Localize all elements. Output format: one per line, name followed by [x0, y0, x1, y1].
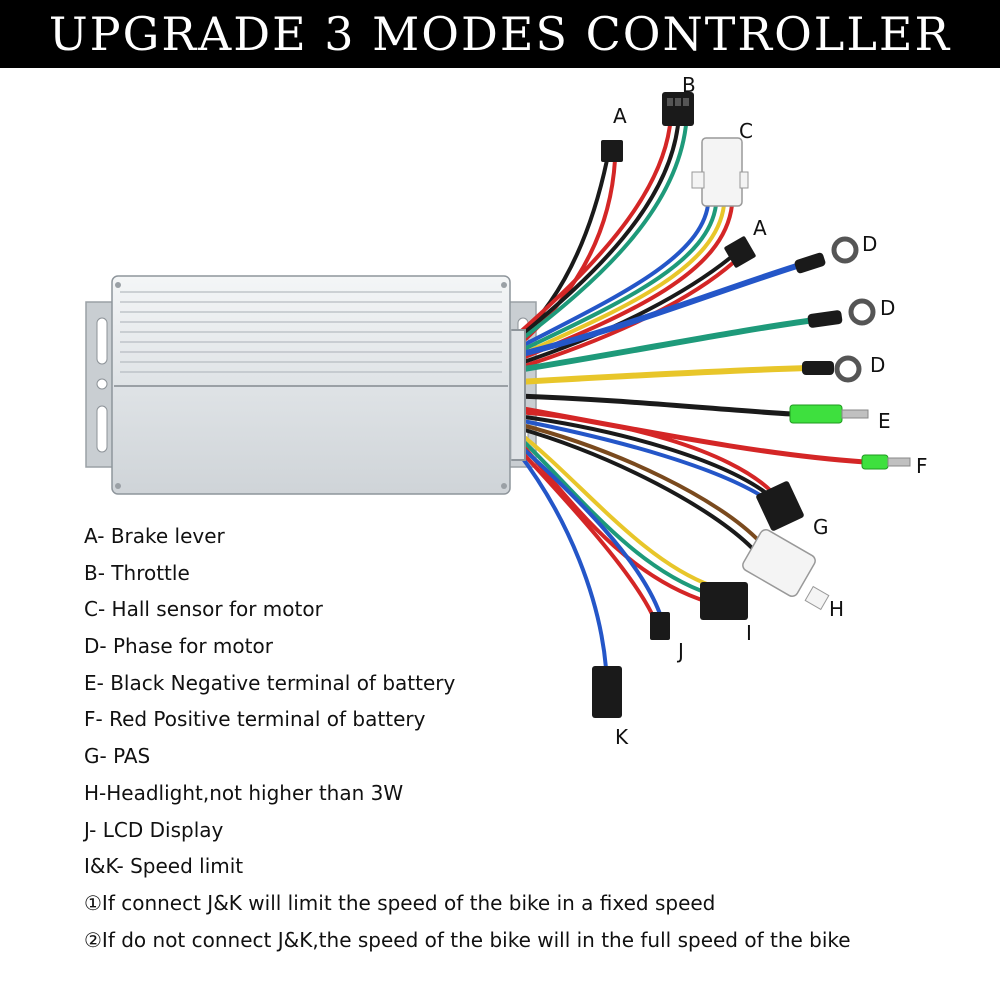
wire-g-red — [516, 410, 774, 494]
wire-c-blue — [516, 203, 710, 350]
legend-item-a: A- Brake lever — [84, 524, 225, 548]
callout-labels: A B C A D D D E F G H I J K — [613, 73, 928, 749]
legend-item-h: H-Headlight,not higher than 3W — [84, 780, 404, 805]
wire-j-blue — [516, 442, 662, 616]
wire-c-green — [516, 203, 718, 354]
wire-b-green — [516, 123, 688, 344]
connector-a-right — [724, 236, 756, 268]
callout-e: E — [878, 409, 891, 433]
connector-a-top — [601, 140, 623, 162]
wire-i-yellow — [516, 430, 714, 588]
legend-item-ik: I&K- Speed limit — [84, 854, 244, 879]
terminal-e — [789, 404, 869, 424]
wire-d1-blue — [515, 262, 803, 358]
connector-h — [742, 529, 830, 611]
connector-g — [756, 481, 804, 531]
wire-d2-green — [515, 317, 818, 373]
legend-note-1: ①If connect J&K will limit the speed of … — [84, 890, 716, 915]
wire-g-black — [516, 414, 772, 498]
callout-c: C — [739, 119, 753, 143]
wire-b-red — [516, 123, 672, 336]
wire-e-black — [515, 393, 795, 417]
terminal-f — [861, 454, 911, 470]
ring-terminal-d3 — [802, 355, 862, 383]
legend-item-b: B- Throttle — [84, 560, 190, 585]
ring-terminal-d2 — [807, 298, 876, 328]
wire-h-brown — [516, 422, 762, 544]
page-title: UPGRADE 3 MODES CONTROLLER — [48, 7, 952, 61]
title-banner: UPGRADE 3 MODES CONTROLLER — [0, 0, 1000, 68]
legend-item-c: C- Hall sensor for motor — [84, 597, 323, 622]
legend-item-j: J- LCD Display — [84, 817, 224, 842]
connector-k — [592, 666, 622, 718]
wire-h-black — [516, 426, 754, 550]
legend-item-d: D- Phase for motor — [84, 634, 273, 659]
callout-h: H — [829, 597, 844, 621]
legend-item-e: E- Black Negative terminal of battery — [84, 670, 456, 695]
callout-a-right: A — [753, 216, 767, 240]
wire-a-right-black — [516, 256, 732, 366]
wire-j-red — [516, 446, 654, 616]
connector-c — [701, 137, 743, 207]
ring-terminal-d1 — [794, 236, 859, 274]
callout-j: J — [676, 639, 684, 663]
callout-d2: D — [880, 296, 895, 320]
legend-list: A- Brake lever B- Throttle C- Hall senso… — [84, 518, 984, 958]
callout-a-top: A — [613, 104, 627, 128]
connector-b — [662, 92, 694, 126]
wire-harness — [511, 123, 868, 670]
connectors — [592, 92, 911, 718]
wire-d3-yellow — [515, 365, 811, 385]
wire-b-black — [516, 123, 680, 340]
callout-b: B — [682, 73, 696, 97]
wire-k-blue — [516, 450, 608, 670]
callout-k: K — [615, 725, 629, 749]
callout-f: F — [916, 454, 928, 478]
wire-i-green — [516, 434, 712, 596]
controller-body — [111, 275, 511, 495]
legend-item-g: G- PAS — [84, 744, 151, 769]
callout-g: G — [813, 515, 829, 539]
legend-note-2: ②If do not connect J&K,the speed of the … — [84, 927, 851, 952]
wire-g-blue — [516, 418, 770, 502]
callout-d1: D — [862, 232, 877, 256]
wire-c-yellow — [516, 203, 726, 358]
connector-i — [700, 582, 748, 620]
callout-d3: D — [870, 353, 885, 377]
controller-diagram: A B C A D D D E F G H I J K — [85, 73, 928, 749]
connector-j — [650, 612, 670, 640]
callout-i: I — [746, 621, 752, 645]
legend-item-f: F- Red Positive terminal of battery — [84, 707, 426, 732]
